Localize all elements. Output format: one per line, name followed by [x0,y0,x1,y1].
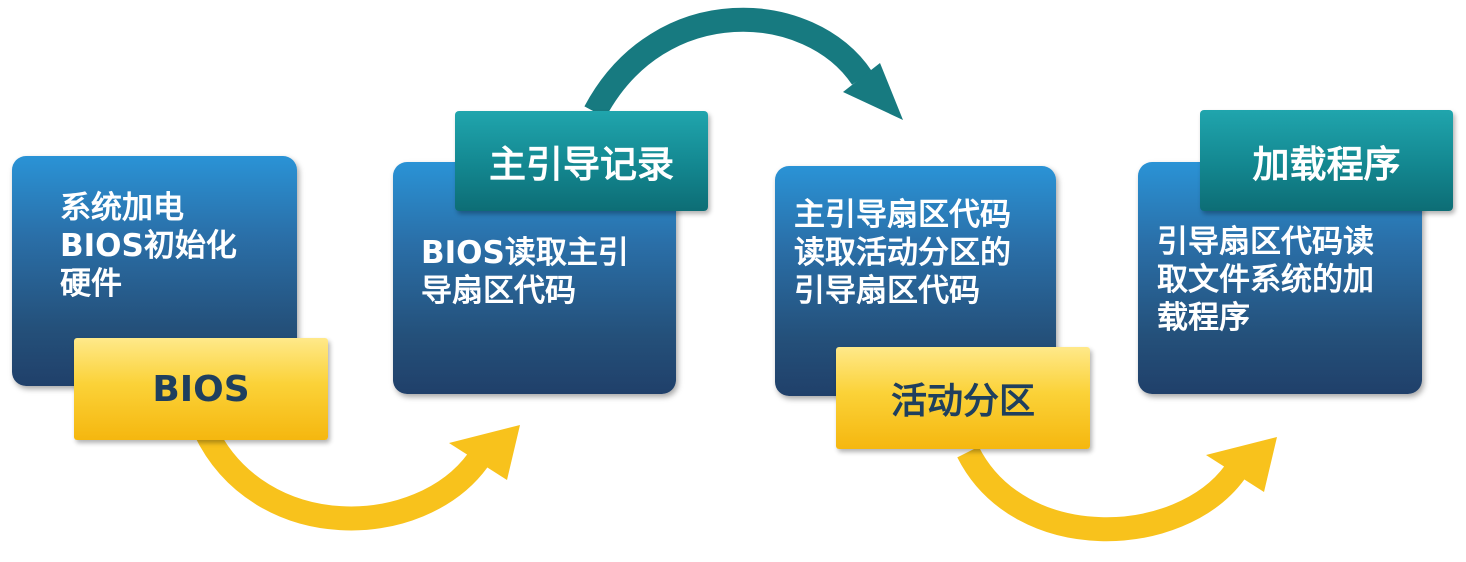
step-text-power-on: 系统加电 BIOS初始化 硬件 [60,190,237,302]
arrow-active-partition-to-loader [957,437,1277,542]
arrow-mbr-to-active-partition [584,7,903,120]
arrow-bios-to-mbr [194,424,520,531]
label-loader: 加载程序 [1200,110,1453,211]
step-text-load-program: 引导扇区代码读 取文件系统的加 载程序 [1157,224,1374,336]
label-active-partition: 活动分区 [836,347,1090,449]
step-text-read-mbr: BIOS读取主引 导扇区代码 [421,235,629,309]
step-text-read-active-partition: 主引导扇区代码 读取活动分区的 引导扇区代码 [794,197,1011,309]
label-bios: BIOS [74,338,328,440]
label-master-boot-record: 主引导记录 [455,111,708,211]
